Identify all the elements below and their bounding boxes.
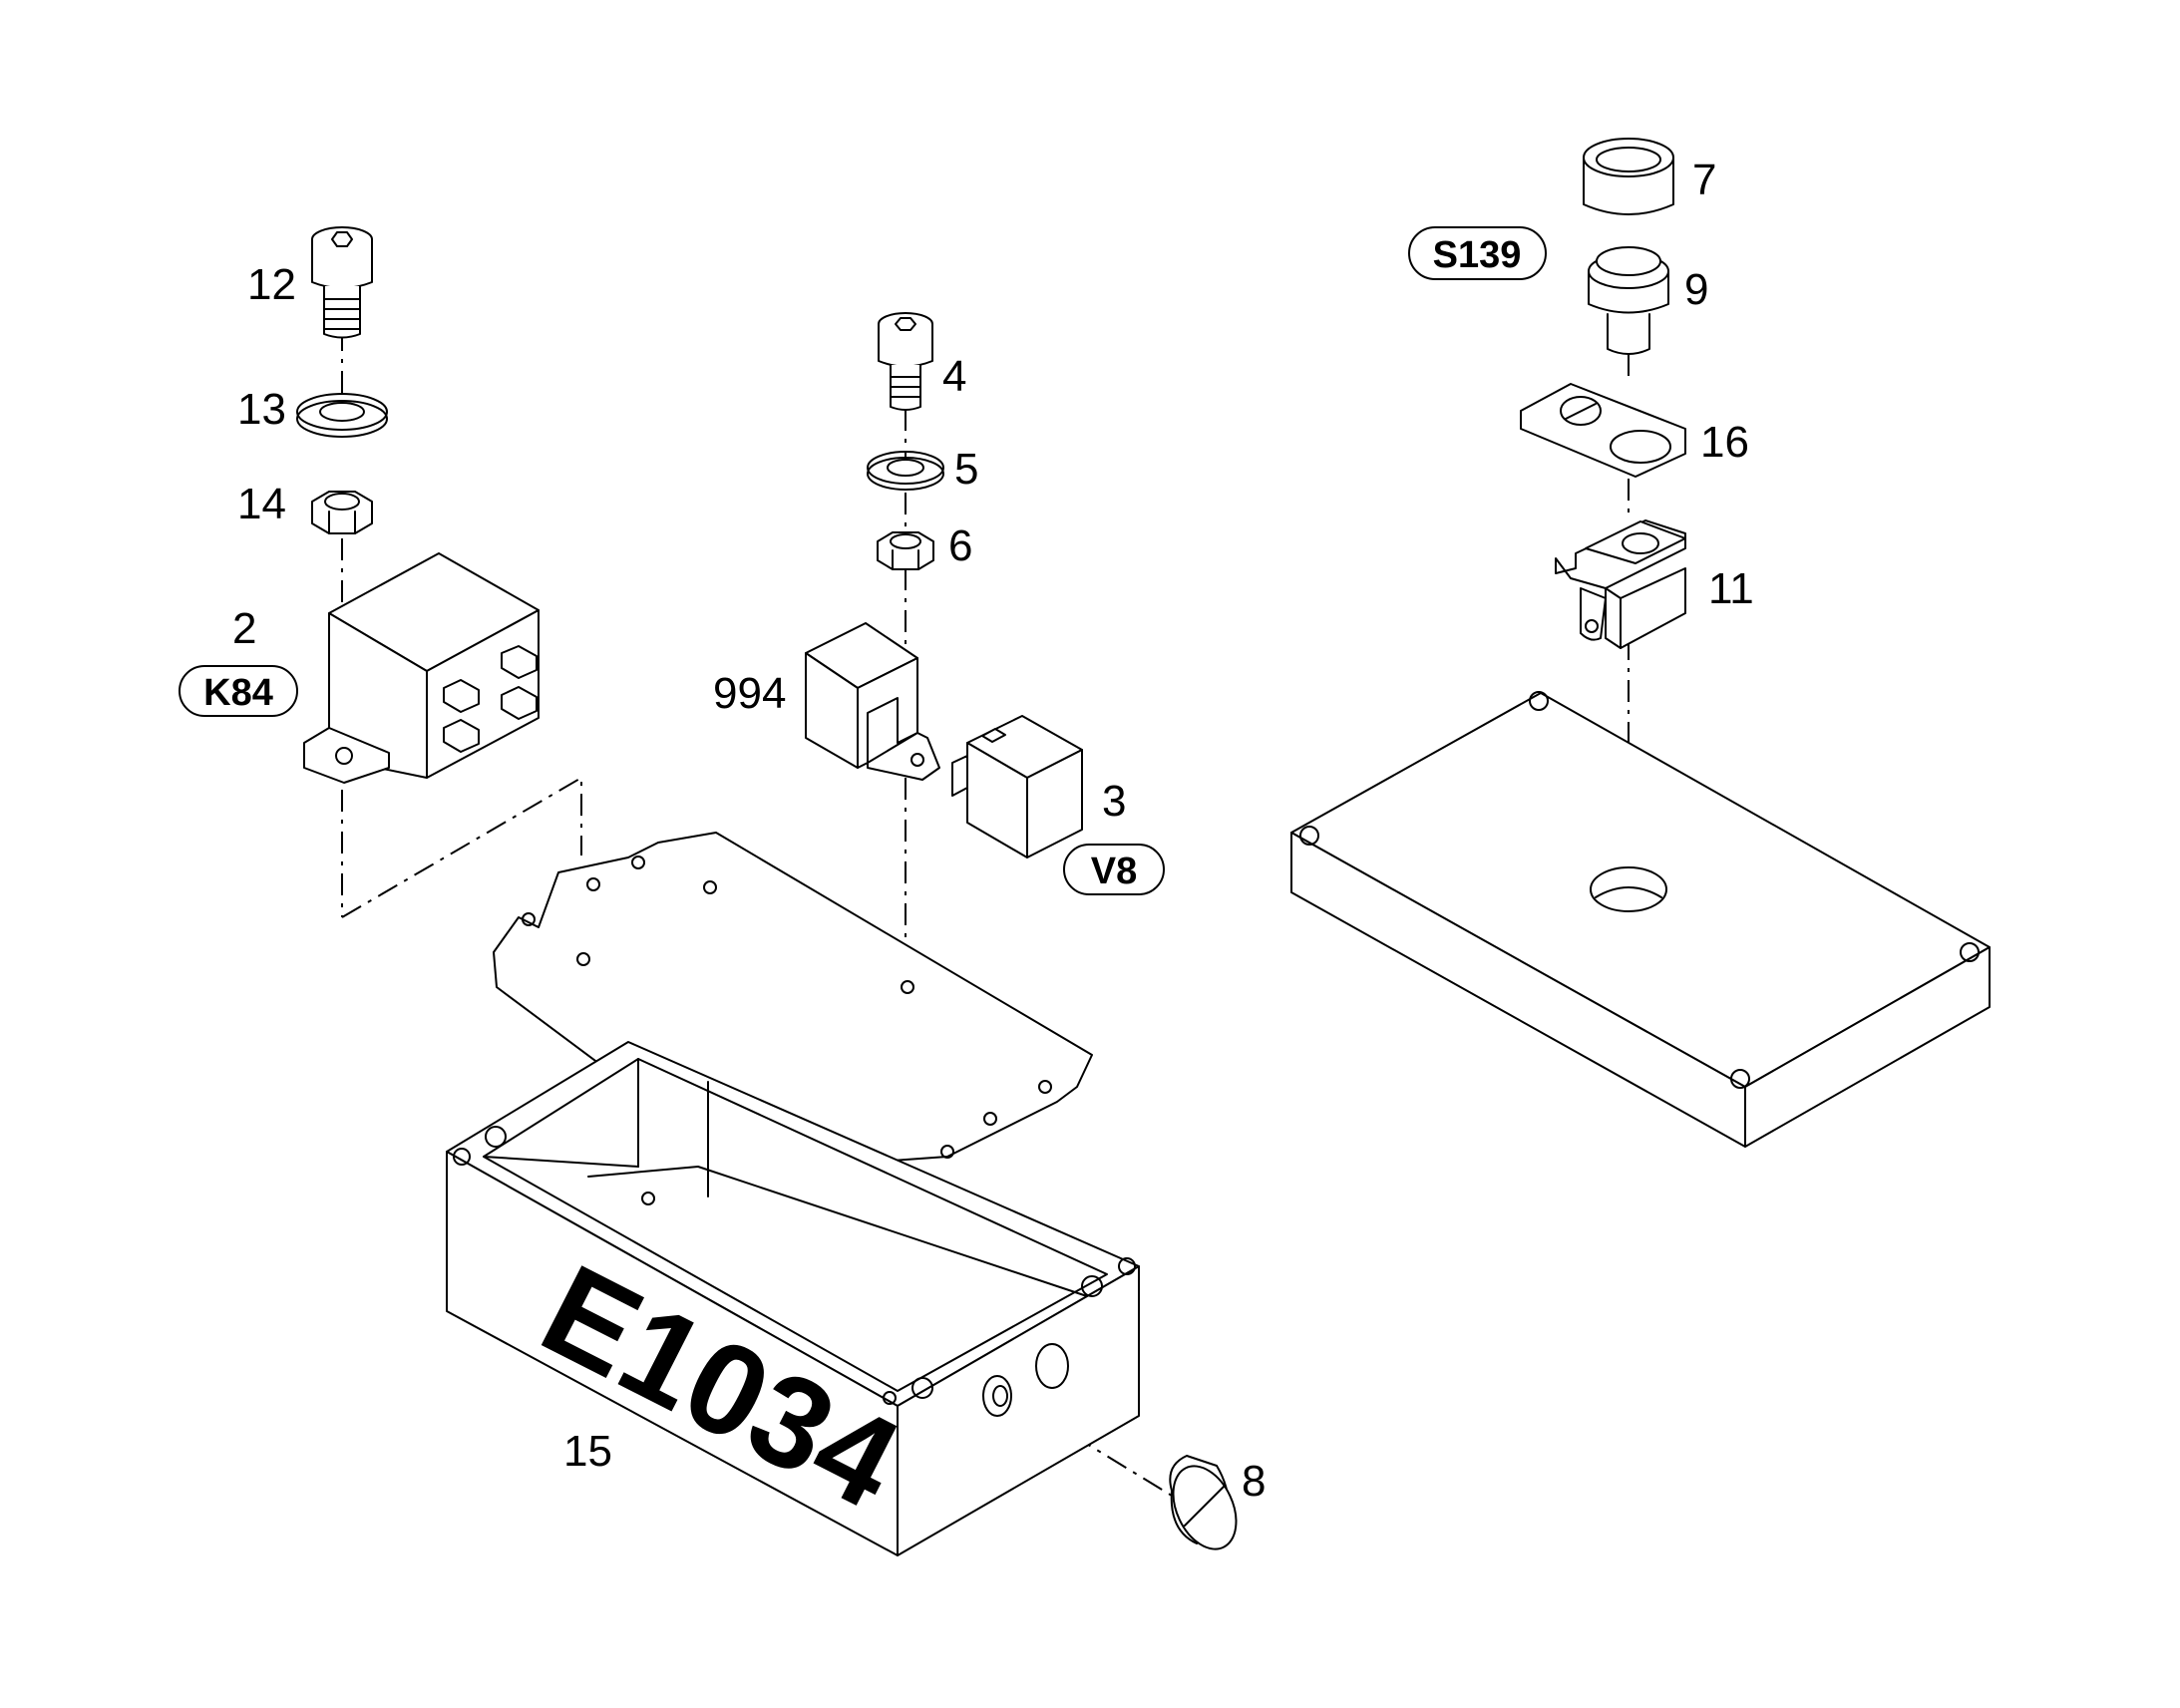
- cap-screw-4: [878, 312, 933, 411]
- contact-block-11: [1555, 519, 1686, 649]
- designator-k84: K84: [203, 672, 273, 714]
- cover-plate: [1290, 691, 1991, 1148]
- part-label-5: 5: [954, 445, 978, 494]
- part-label-7: 7: [1692, 156, 1716, 204]
- washer-13: [296, 393, 388, 438]
- housing-box: E1034: [446, 1041, 1140, 1556]
- part-label-12: 12: [247, 260, 296, 309]
- designator-s139: S139: [1433, 234, 1522, 276]
- part-label-13: 13: [237, 385, 286, 434]
- part-label-8: 8: [1242, 1457, 1266, 1506]
- hex-nut-14: [311, 491, 373, 534]
- part-label-6: 6: [948, 521, 972, 570]
- washer-5: [867, 451, 944, 491]
- part-label-14: 14: [237, 480, 286, 528]
- cap-screw-12: [311, 226, 373, 339]
- hex-nut-6: [877, 531, 934, 570]
- part-label-3: 3: [1102, 777, 1126, 826]
- designator-tag-v8: V8: [1063, 844, 1165, 895]
- push-button-9: [1588, 246, 1669, 355]
- designator-tag-s139: S139: [1408, 226, 1547, 280]
- part-label-9: 9: [1684, 265, 1708, 314]
- designator-tag-k84: K84: [179, 665, 298, 717]
- part-label-2: 2: [232, 604, 256, 653]
- part-label-15: 15: [563, 1427, 612, 1476]
- push-button-cap-7: [1583, 138, 1674, 215]
- part-label-11: 11: [1708, 564, 1754, 613]
- bracket-994: [805, 622, 940, 781]
- part-label-994: 994: [713, 669, 786, 718]
- part-label-16: 16: [1700, 418, 1749, 467]
- part-label-4: 4: [942, 352, 966, 401]
- label-plate-16: [1520, 383, 1686, 478]
- part-number-labels: 12 13 14 2 4 5 6 994 3 7 9 16 11 15 8: [232, 156, 1754, 1506]
- relay-k84: [303, 552, 540, 784]
- relay-v8: [951, 715, 1083, 858]
- screw-plug-8: [1169, 1455, 1238, 1550]
- designator-v8: V8: [1091, 851, 1137, 892]
